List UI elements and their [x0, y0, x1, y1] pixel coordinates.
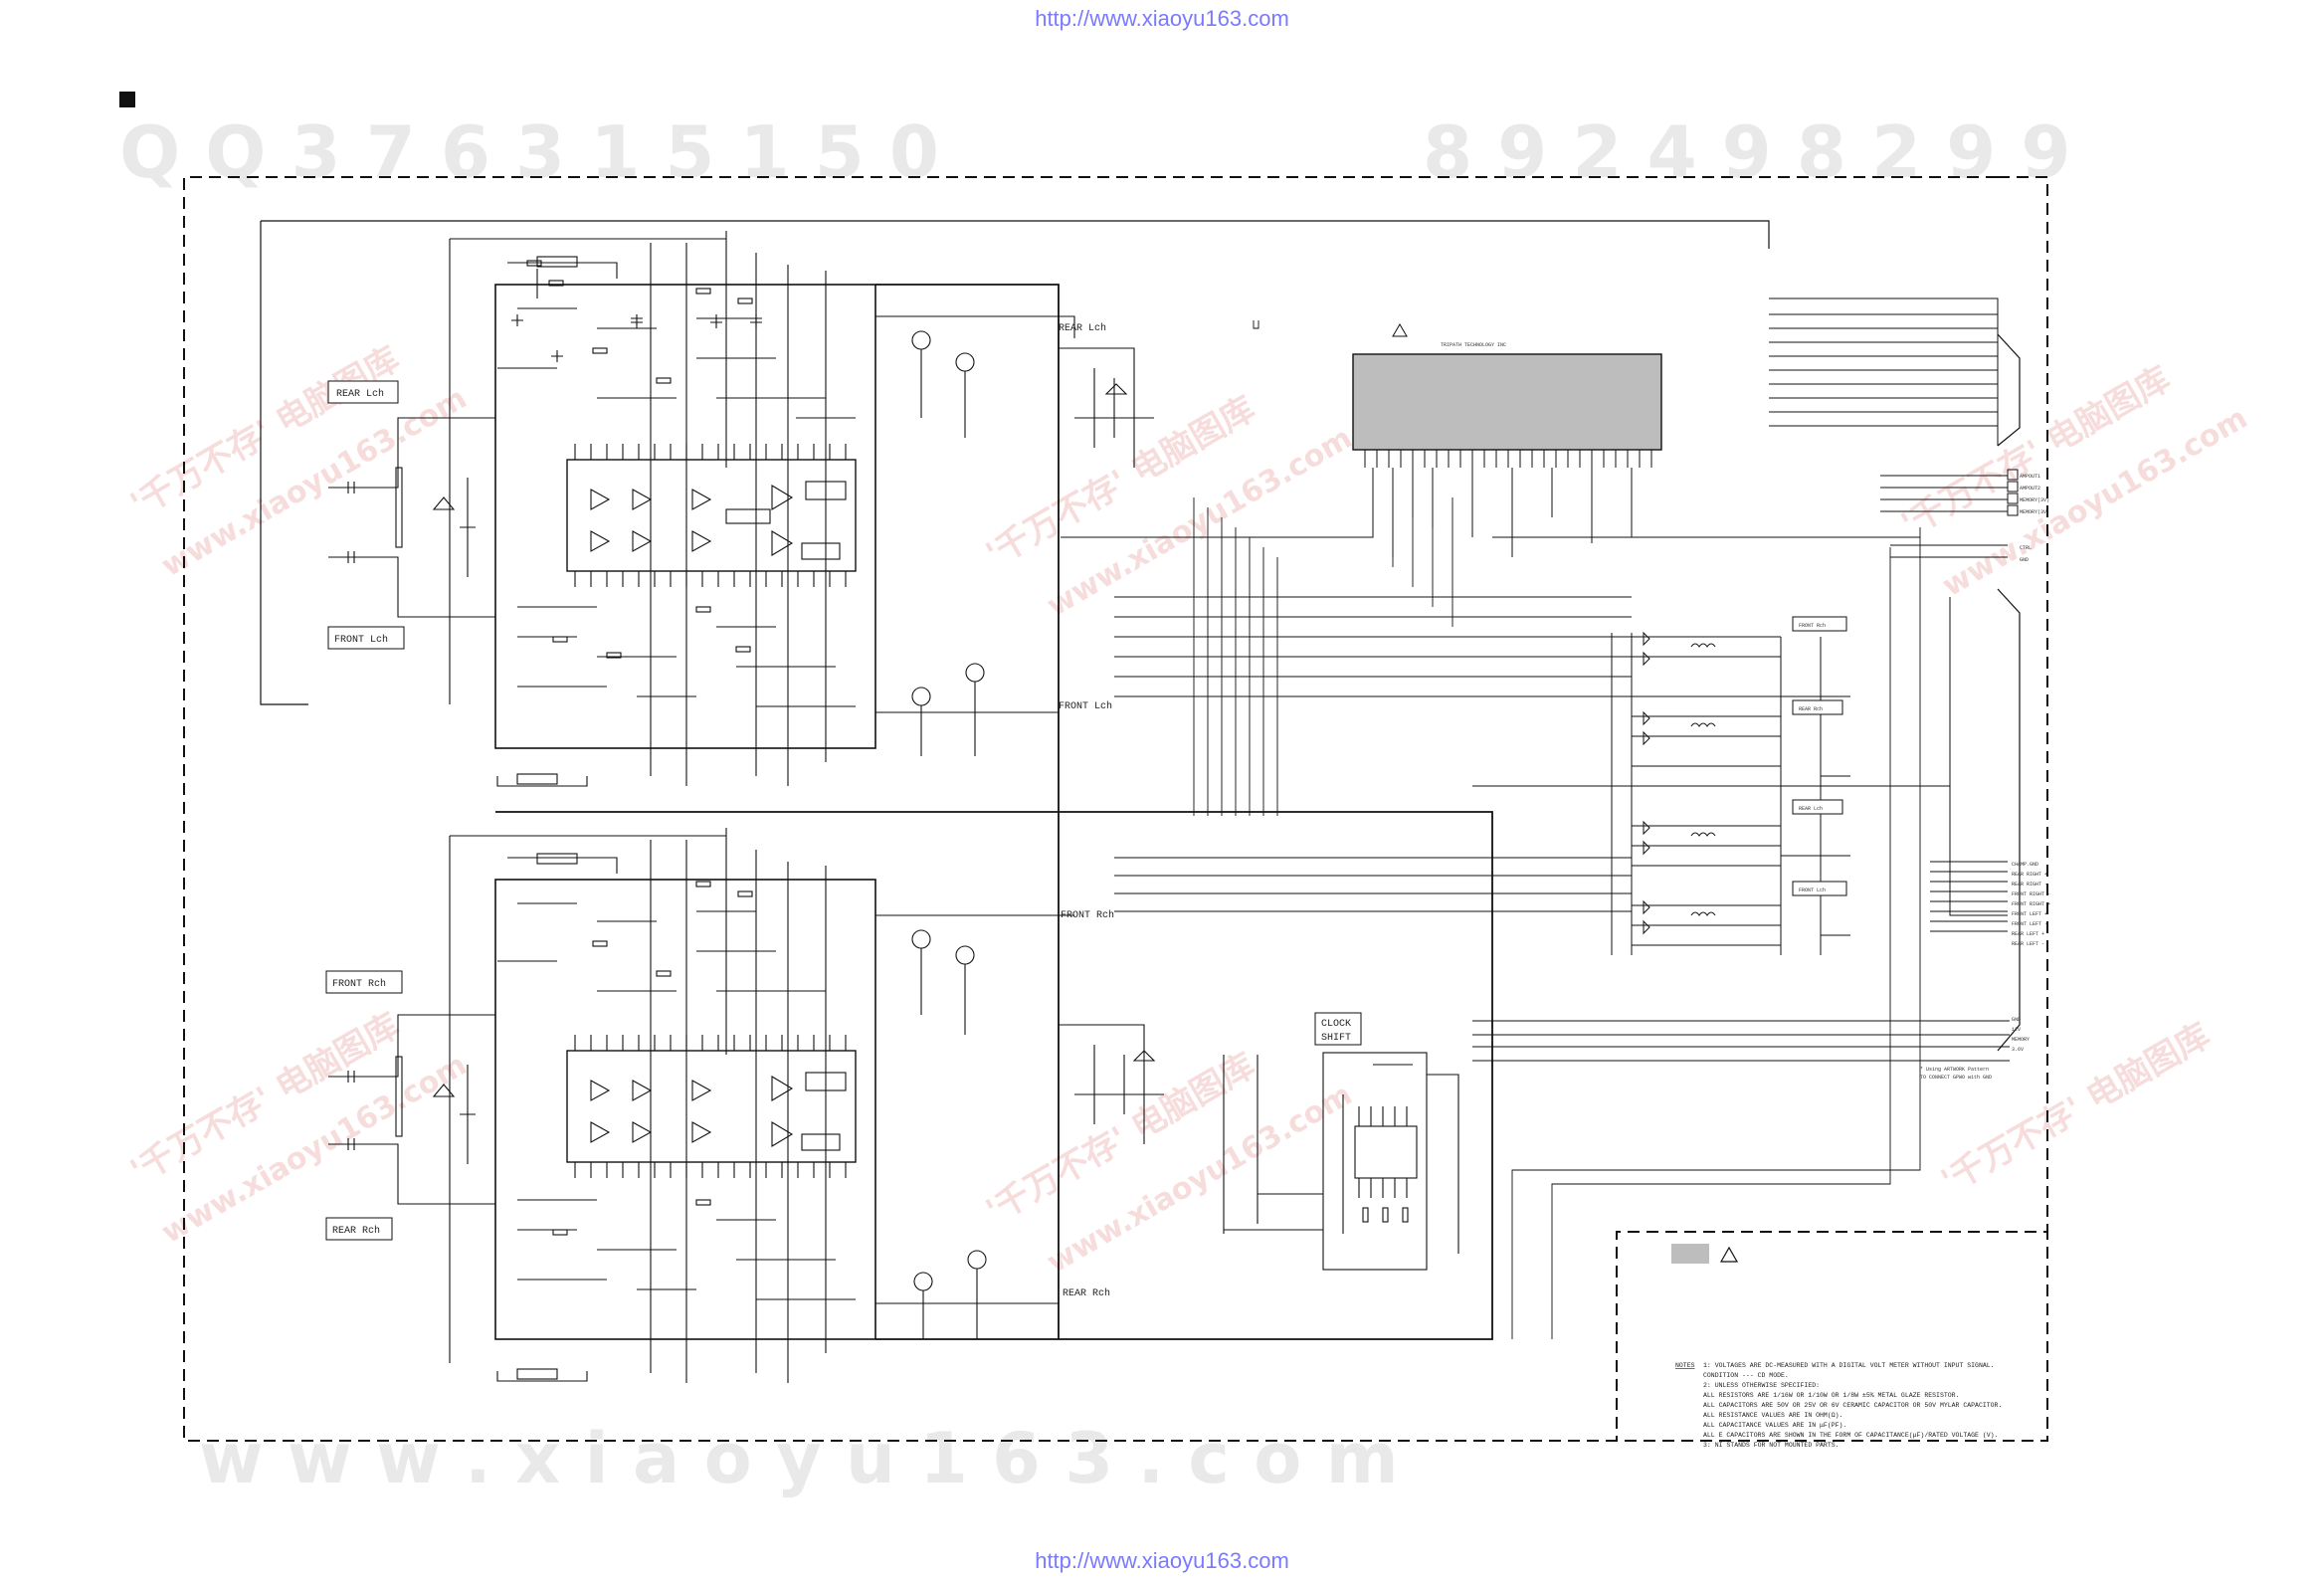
pin-rear-right-plus: REAR RIGHT + [2012, 872, 2047, 878]
pin-memory-1: MEMORY(3V) [2020, 497, 2049, 503]
ground-rail-wire [875, 284, 1060, 1339]
connector-right-labels: CHAMP.GND REAR RIGHT + REAR RIGHT - FRON… [1920, 862, 2050, 1081]
watermark-layer: Q Q 3 7 6 3 1 5 1 5 0 8 9 2 4 9 8 2 9 9 … [119, 110, 2253, 1499]
label-front-lch-left: FRONT Lch [334, 634, 388, 646]
watermark-bottom-letters: w w w . x i a o y u 1 6 3 . c o m [199, 1418, 1399, 1499]
artwork-note-line2: TO CONNECT GPWO with GND [1920, 1075, 1992, 1081]
corner-square-mark [119, 92, 135, 107]
notes-line-2: CONDITION --- CD MODE. [1703, 1372, 1789, 1379]
output-filter-network [1611, 588, 2021, 1052]
clock-shift-line2: SHIFT [1321, 1033, 1351, 1044]
label-rear-rch-right: REAR Rch [1799, 706, 1823, 712]
pin-front-left-minus: FRONT LEFT - [2012, 921, 2047, 927]
label-rear-rch-mid: REAR Rch [1063, 1287, 1110, 1299]
pin-memory-2: MEMORY(3V) [2020, 509, 2049, 515]
pin-champ-gnd: CHAMP.GND [2012, 862, 2038, 868]
notes-line-9: 3: NI STANDS FOR NOT MOUNTED PARTS. [1703, 1442, 1840, 1449]
notes-line-6: ALL RESISTANCE VALUES ARE IN OHM(Ω). [1703, 1412, 1842, 1419]
notes-line-1: 1: VOLTAGES ARE DC-MEASURED WITH A DIGIT… [1703, 1362, 1995, 1369]
watermark-brand-6: '千万不存' 电脑图库 [1935, 1016, 2218, 1202]
regulator-network [1059, 347, 1164, 1144]
ic-title: TRIPATH TECHNOLOGY INC [1441, 342, 1506, 348]
supply-rail-wire [495, 811, 1493, 1340]
label-rear-lch-right: REAR Lch [1799, 806, 1823, 812]
pin-lower-gnd: GND [2012, 1017, 2021, 1023]
label-front-lch-mid: FRONT Lch [1059, 700, 1112, 712]
label-rear-rch-left: REAR Rch [332, 1225, 380, 1237]
pin-ampout1: AMPOUT1 [2020, 474, 2040, 480]
outer-dashed-border-right [1998, 176, 2048, 1232]
pin-lower-memory: MEMORY [2012, 1037, 2030, 1043]
lower-amp-block [449, 828, 876, 1383]
pin-gnd: GND [2020, 557, 2029, 563]
pin-rear-left-minus: REAR LEFT - [2012, 941, 2044, 947]
notes-line-5: ALL CAPACITORS ARE 50V OR 25V OR 6V CERA… [1703, 1402, 2002, 1409]
hazard-marker [1671, 1244, 1739, 1264]
connector-top-right-labels: AMPOUT1 AMPOUT2 MEMORY(3V) MEMORY(3V) CT… [2020, 474, 2049, 563]
clock-shift-ic [1223, 1052, 1459, 1271]
outer-dashed-border [183, 176, 2048, 1442]
label-front-rch-left: FRONT Rch [332, 978, 386, 990]
upper-amp-block [449, 231, 876, 787]
channel-labels-left: REAR Lch FRONT Lch FRONT Rch REAR Rch [325, 380, 405, 1241]
pin-lower-12v: 12V [2012, 1027, 2021, 1033]
url-footer[interactable]: http://www.xiaoyu163.com [1035, 1548, 1289, 1573]
output-transistors-upper [875, 315, 1075, 756]
notes-line-3: 2: UNLESS OTHERWISE SPECIFIED: [1703, 1382, 1820, 1389]
left-input-network [328, 417, 495, 1205]
notes-line-7: ALL CAPACITANCE VALUES ARE IN μF(PF). [1703, 1422, 1846, 1429]
channel-labels-mid: REAR Lch FRONT Lch FRONT Rch REAR Rch [1059, 322, 1114, 1299]
label-front-rch-right: FRONT Rch [1799, 623, 1826, 629]
pin-rear-left-plus: REAR LEFT + [2012, 931, 2044, 937]
channel-labels-right: FRONT Rch REAR Rch REAR Lch FRONT Lch [1792, 616, 1847, 896]
notes-label: NOTES [1675, 1362, 1695, 1369]
artwork-note-line1: * Using ARTWORK Pattern [1920, 1067, 1989, 1073]
notes-line-8: ALL E CAPACITORS ARE SHOWN IN THE FORM O… [1703, 1432, 1998, 1439]
notes-block: NOTES 1: VOLTAGES ARE DC-MEASURED WITH A… [1675, 1362, 2002, 1449]
pin-front-right-plus: FRONT RIGHT + [2012, 901, 2050, 907]
pin-lower-3v6: 3.6V [2012, 1047, 2024, 1053]
label-rear-lch-left: REAR Lch [336, 388, 384, 400]
connector-top-right [1769, 297, 2021, 558]
label-front-lch-right: FRONT Lch [1799, 888, 1826, 893]
pin-front-left-plus: FRONT LEFT + [2012, 911, 2047, 917]
pin-ampout2: AMPOUT2 [2020, 486, 2040, 492]
pin-rear-right-minus: REAR RIGHT - [2012, 882, 2047, 888]
clock-shift-label: CLOCK SHIFT [1314, 1012, 1362, 1046]
top-bus-wire [260, 220, 1770, 705]
pin-ctrl: CTRL [2020, 545, 2032, 551]
watermark-digits-top: Q Q 3 7 6 3 1 5 1 5 0 [119, 110, 939, 194]
label-front-rch-mid: FRONT Rch [1061, 909, 1114, 921]
pin-front-right-minus: FRONT RIGHT - [2012, 891, 2050, 897]
notes-line-4: ALL RESISTORS ARE 1/16W OR 1/10W OR 1/8W… [1703, 1392, 1959, 1399]
label-rear-lch-mid: REAR Lch [1059, 322, 1106, 334]
watermark-digits-top-right: 8 9 2 4 9 8 2 9 9 [1423, 110, 2070, 194]
tripath-ic: TRIPATH TECHNOLOGY INC [1061, 323, 1662, 557]
url-header[interactable]: http://www.xiaoyu163.com [1035, 6, 1289, 31]
output-transistors-lower [875, 914, 1074, 1339]
clock-shift-line1: CLOCK [1321, 1019, 1351, 1030]
